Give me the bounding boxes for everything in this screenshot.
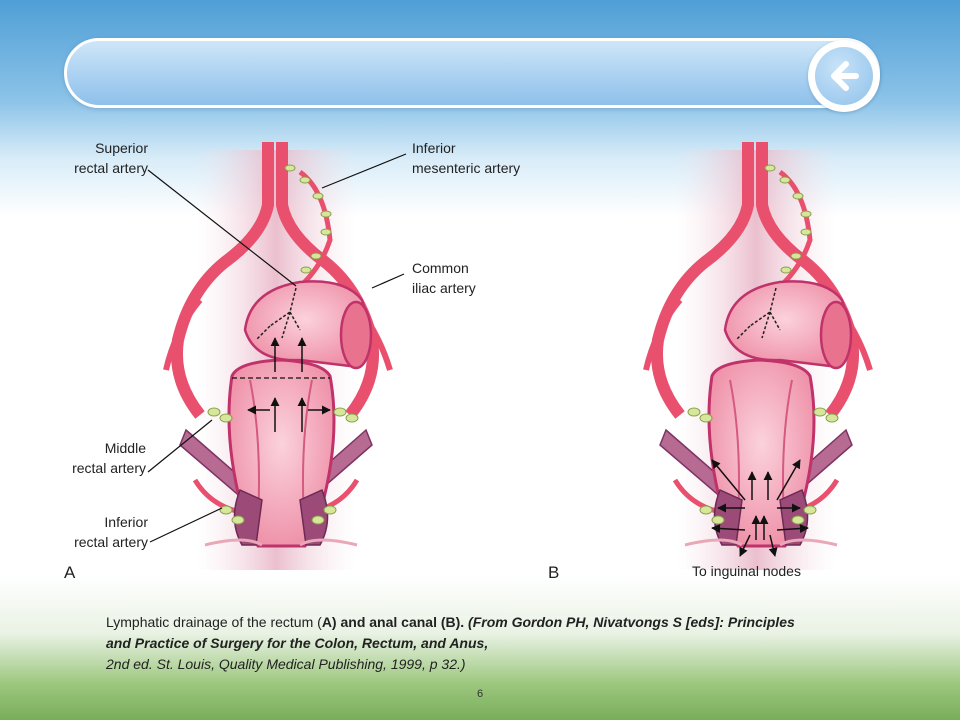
panel-b-drawing	[643, 142, 873, 570]
inferior-mesenteric-artery-a	[294, 169, 333, 292]
middle-rectal-artery-label: Middle	[104, 440, 146, 456]
arrow-left-icon	[815, 47, 873, 105]
inguinal-nodes-label: To inguinal nodes	[692, 563, 801, 579]
lymph-nodes-a	[207, 164, 359, 525]
sphincter-left-a	[233, 488, 263, 546]
leader-lines-a	[147, 153, 407, 543]
drainage-arrows-a	[247, 337, 331, 432]
title-bar	[64, 38, 880, 108]
drainage-arrows-b	[711, 459, 809, 557]
panel-b-label: B	[548, 563, 560, 582]
caption-part-2: A) and anal canal (B).	[321, 614, 465, 630]
page-number: 6	[476, 688, 484, 700]
panel-a-drawing	[147, 142, 407, 570]
superior-rectal-artery-label: Superior	[86, 138, 148, 158]
left-common-iliac-a	[170, 142, 274, 419]
inferior-mesenteric-artery-label-2: mesenteric artery	[412, 160, 521, 176]
caption-part-3: (From Gordon PH, Nivatvongs S [eds]: Pri…	[106, 614, 795, 651]
common-iliac-artery-label-2: iliac artery	[412, 280, 476, 296]
lymph-nodes-b	[687, 164, 839, 525]
inferior-rectal-artery-label-2: rectal artery	[74, 534, 148, 550]
caption-part-1: Lymphatic drainage of the rectum (	[106, 614, 322, 630]
inferior-rectal-artery-label: Inferior	[104, 514, 148, 530]
common-iliac-artery-label: Common	[412, 260, 469, 276]
middle-rectal-artery-label-2: rectal artery	[72, 460, 146, 476]
back-button[interactable]	[808, 40, 880, 112]
superior-rectal-artery-label-2: rectal artery	[74, 160, 148, 176]
panel-a-label: A	[64, 563, 76, 582]
inferior-mesenteric-artery-label: Inferior	[412, 140, 456, 156]
caption-part-4: 2nd ed. St. Louis, Quality Medical Publi…	[106, 656, 466, 672]
figure-caption: Lymphatic drainage of the rectum (A) and…	[106, 612, 806, 675]
label-line: Superior	[95, 140, 148, 156]
